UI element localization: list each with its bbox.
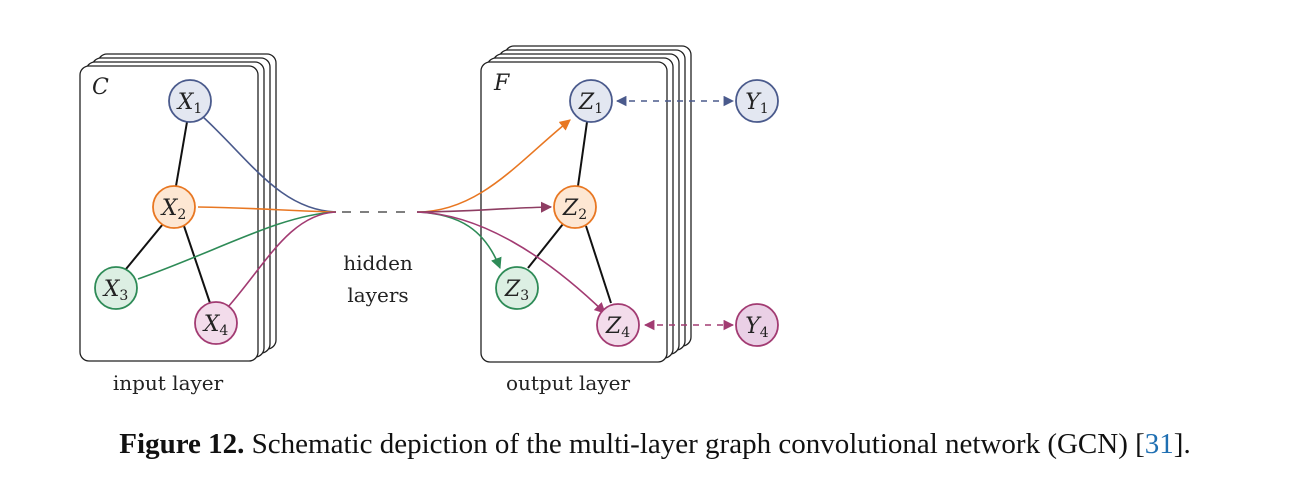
node-x4-base: X <box>202 312 221 337</box>
node-z1: Z1 <box>569 79 613 123</box>
edge-z2-z3 <box>527 223 564 269</box>
node-x1: X1 <box>168 79 212 123</box>
hidden-label-line2: layers <box>347 283 408 307</box>
svg-text:Z2: Z2 <box>562 196 587 223</box>
output-layer-caption: output layer <box>506 371 630 395</box>
svg-text:X1: X1 <box>176 90 203 117</box>
arrow-hidden-z2 <box>416 201 553 213</box>
input-panel-letter: C <box>92 75 109 100</box>
node-z3-sub: 3 <box>520 288 529 304</box>
input-to-hidden-lines <box>137 115 337 308</box>
node-x3: X3 <box>94 266 138 310</box>
figure-caption-end: ]. <box>1173 428 1191 460</box>
node-y1-sub: 1 <box>760 101 769 117</box>
node-x1-sub: 1 <box>193 101 202 117</box>
edge-x2-x3 <box>125 223 164 270</box>
node-x3-base: X <box>102 277 121 302</box>
node-x3-sub: 3 <box>119 288 128 304</box>
figure-caption: Figure 12. Schematic depiction of the mu… <box>0 428 1310 461</box>
output-panel-letter: F <box>493 71 510 96</box>
node-z2-base: Z <box>562 196 579 221</box>
line-x4-hidden <box>227 211 337 308</box>
figure-label: Figure 12. <box>119 428 245 460</box>
node-x1-base: X <box>176 90 195 115</box>
node-z4: Z4 <box>596 303 640 347</box>
citation-link[interactable]: 31 <box>1144 428 1174 460</box>
node-y4: Y4 <box>735 303 779 347</box>
node-x4: X4 <box>194 301 238 345</box>
hidden-label-line1: hidden <box>343 251 413 275</box>
node-z1-sub: 1 <box>594 101 603 117</box>
edge-x1-x2 <box>175 121 188 187</box>
hidden-to-output-arrows <box>416 119 606 314</box>
node-y4-base: Y <box>745 314 762 339</box>
edge-x2-x4 <box>183 225 211 304</box>
arrow-hidden-z4 <box>416 211 606 314</box>
line-x2-hidden <box>197 206 337 213</box>
line-x3-hidden <box>137 211 337 280</box>
svg-text:Z3: Z3 <box>504 277 529 304</box>
svg-text:X4: X4 <box>202 312 229 339</box>
node-x4-sub: 4 <box>219 323 228 339</box>
node-y4-sub: 4 <box>760 325 769 341</box>
node-y1: Y1 <box>735 79 779 123</box>
edge-z2-z4 <box>585 225 612 304</box>
node-x2-sub: 2 <box>177 207 186 223</box>
output-graph-edges <box>527 121 612 304</box>
figure-caption-text: Schematic depiction of the multi-layer g… <box>244 428 1145 460</box>
svg-text:Z4: Z4 <box>605 314 630 341</box>
node-z2: Z2 <box>553 185 597 229</box>
node-x2: X2 <box>152 185 196 229</box>
svg-text:Y4: Y4 <box>745 314 769 341</box>
edge-z1-z2 <box>577 121 588 187</box>
node-z3-base: Z <box>504 277 521 302</box>
svg-text:Z1: Z1 <box>578 90 603 117</box>
node-z3: Z3 <box>495 266 539 310</box>
node-x2-base: X <box>160 196 179 221</box>
svg-text:Y1: Y1 <box>745 90 768 117</box>
input-graph-edges <box>125 121 211 304</box>
node-z4-sub: 4 <box>621 325 630 341</box>
svg-text:X2: X2 <box>160 196 187 223</box>
node-z4-base: Z <box>605 314 622 339</box>
arrow-hidden-z1 <box>416 119 571 213</box>
node-z2-sub: 2 <box>578 207 587 223</box>
gcn-diagram: C F hidden layers <box>79 45 779 395</box>
node-z1-base: Z <box>578 90 595 115</box>
input-layer-caption: input layer <box>113 371 224 395</box>
node-y1-base: Y <box>745 90 762 115</box>
svg-text:X3: X3 <box>102 277 129 304</box>
line-x1-hidden <box>201 115 337 213</box>
